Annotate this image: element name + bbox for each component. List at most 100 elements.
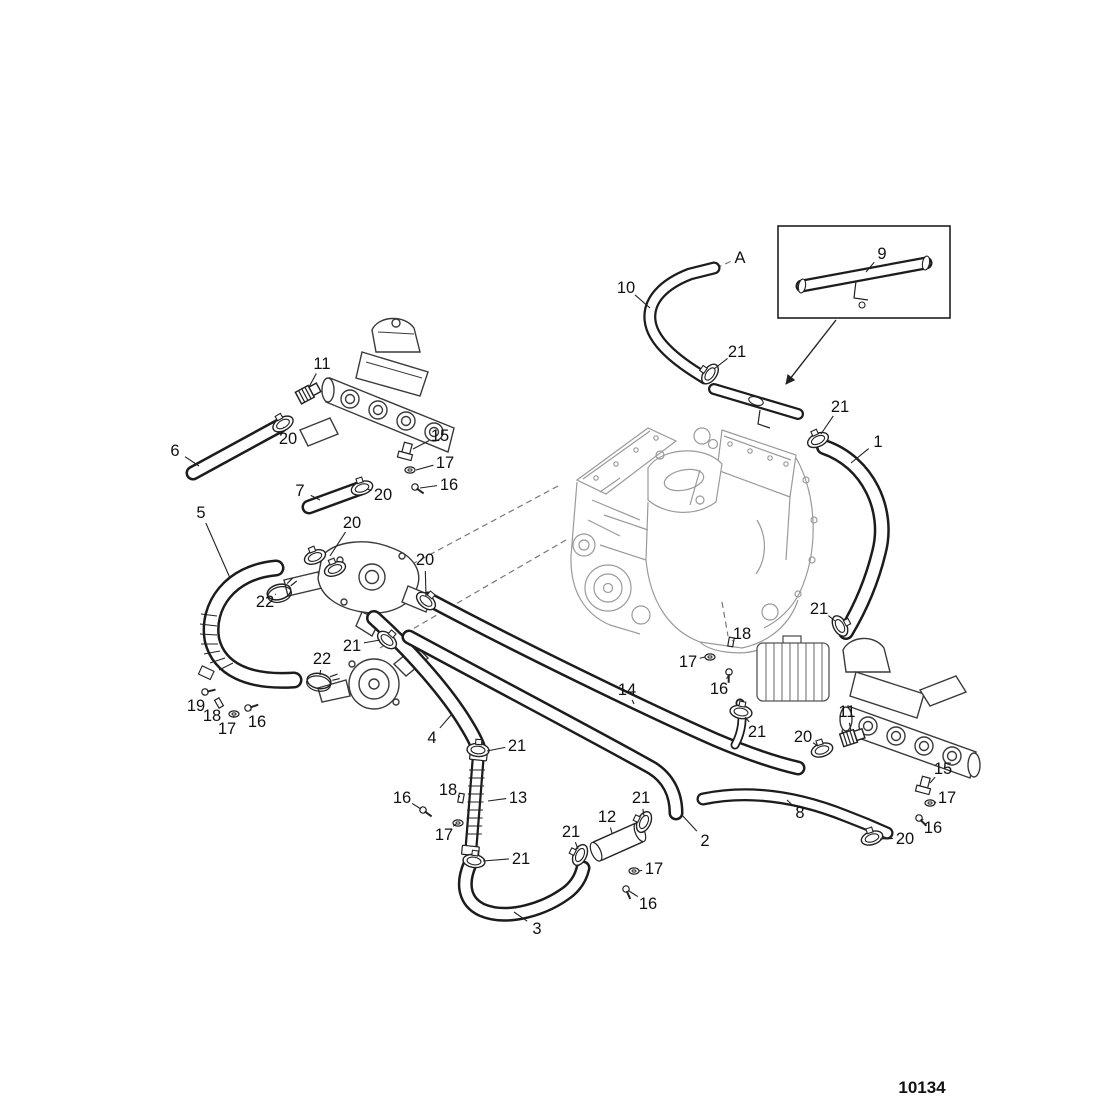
callout-leader-20 <box>812 742 819 747</box>
callout-leader-17 <box>933 801 937 804</box>
callout-17: 17 <box>436 454 454 472</box>
callout-18: 18 <box>439 781 457 799</box>
engine-block-art <box>570 427 818 654</box>
callout-16: 16 <box>924 819 942 837</box>
callout-leader-9 <box>865 261 875 273</box>
callout-leader-16 <box>411 802 422 810</box>
callout-15: 15 <box>431 427 449 445</box>
hose-5-corrugation <box>199 613 234 671</box>
callout-leader-16 <box>921 818 924 821</box>
callout-20: 20 <box>343 514 361 532</box>
callout-leader-17 <box>638 869 643 872</box>
figure-number: 10134 <box>898 1078 946 1097</box>
washer-icon <box>628 867 640 875</box>
port-exhaust-manifold-art <box>299 317 455 453</box>
callout-13: 13 <box>509 789 527 807</box>
fluid-cooler-art <box>756 635 830 702</box>
callout-16: 16 <box>248 713 266 731</box>
hose-6 <box>185 417 289 481</box>
callout-16: 16 <box>639 895 657 913</box>
callout-19: 19 <box>187 697 205 715</box>
callout-20: 20 <box>374 486 392 504</box>
fitting-icon <box>294 380 323 405</box>
callout-6: 6 <box>170 442 179 460</box>
callout-8: 8 <box>795 804 804 822</box>
callout-leader-21 <box>482 858 510 862</box>
screw-icon <box>409 482 427 495</box>
callout-16: 16 <box>710 680 728 698</box>
bracket-screw-icon <box>858 301 866 309</box>
callout-leader-17 <box>415 464 434 471</box>
callout-leader-13 <box>487 798 507 802</box>
callout-20: 20 <box>416 551 434 569</box>
callout-18: 18 <box>733 625 751 643</box>
clamp-icon <box>728 699 755 722</box>
callout-leader-16 <box>725 673 731 679</box>
callout-22: 22 <box>313 650 331 668</box>
drain-fitting-icon <box>914 774 934 796</box>
callout-leader-20 <box>329 531 346 557</box>
small-parts-art <box>199 380 936 900</box>
hose-13-corrugation <box>465 769 485 835</box>
hose-8 <box>696 788 894 840</box>
hose-3 <box>457 856 591 922</box>
callout-17: 17 <box>218 720 236 738</box>
callout-leader-21 <box>713 357 728 370</box>
callout-17: 17 <box>938 789 956 807</box>
callout-4: 4 <box>427 729 436 747</box>
callout-leader-15 <box>412 440 430 450</box>
callout-16: 16 <box>393 789 411 807</box>
hose-5-bracket <box>197 665 215 681</box>
callout-11: 11 <box>838 703 855 721</box>
callout-leader-16 <box>249 708 252 711</box>
callout-leader-16 <box>419 485 438 489</box>
callout-3: 3 <box>532 920 541 938</box>
starboard-exhaust-manifold-art <box>839 637 981 779</box>
callout-11: 11 <box>313 355 330 373</box>
callout-leader-20 <box>424 570 427 597</box>
callout-labels: 1234567891011111213141515161616161616171… <box>170 245 956 938</box>
callout-A: A <box>734 249 745 267</box>
callout-21: 21 <box>831 398 849 416</box>
screw-icon <box>417 805 435 818</box>
callout-10: 10 <box>617 279 635 297</box>
hose-2 <box>401 629 684 821</box>
hose-10 <box>643 261 721 385</box>
inset-view-a <box>777 225 951 385</box>
callout-21: 21 <box>343 637 361 655</box>
callout-leader-8 <box>786 799 792 805</box>
callout-leader-22 <box>319 669 322 676</box>
y-pipe-installed-art <box>708 383 804 429</box>
callout-leader-21 <box>486 746 506 752</box>
inset-pointer-arrow <box>785 319 837 385</box>
callout-7: 7 <box>295 482 304 500</box>
callout-leader-12 <box>609 827 613 834</box>
hose-13 <box>461 749 488 857</box>
callout-leader-21 <box>827 615 836 622</box>
hoses-art <box>185 261 894 922</box>
callout-21: 21 <box>728 343 746 361</box>
drain-fitting-icon <box>396 440 416 462</box>
screw-icon <box>242 698 260 715</box>
tube-end <box>797 278 807 294</box>
callout-21: 21 <box>508 737 526 755</box>
callout-leader-14 <box>631 699 635 705</box>
callout-leader-21 <box>820 415 834 435</box>
callout-leader-11 <box>308 373 317 388</box>
callout-leader-21 <box>574 841 579 850</box>
callout-16: 16 <box>440 476 458 494</box>
callout-leader-17 <box>452 823 457 827</box>
callout-17: 17 <box>679 653 697 671</box>
callout-leader-6 <box>184 456 200 467</box>
pin-icon <box>457 792 465 804</box>
callout-leader-11 <box>848 722 852 732</box>
callout-leader-22 <box>274 593 277 596</box>
callout-leader-19 <box>202 693 205 696</box>
callout-9: 9 <box>877 245 886 263</box>
screw-icon <box>619 883 637 900</box>
callout-21: 21 <box>810 600 828 618</box>
callout-20: 20 <box>794 728 812 746</box>
callout-22: 22 <box>256 593 274 611</box>
callout-2: 2 <box>700 832 709 850</box>
